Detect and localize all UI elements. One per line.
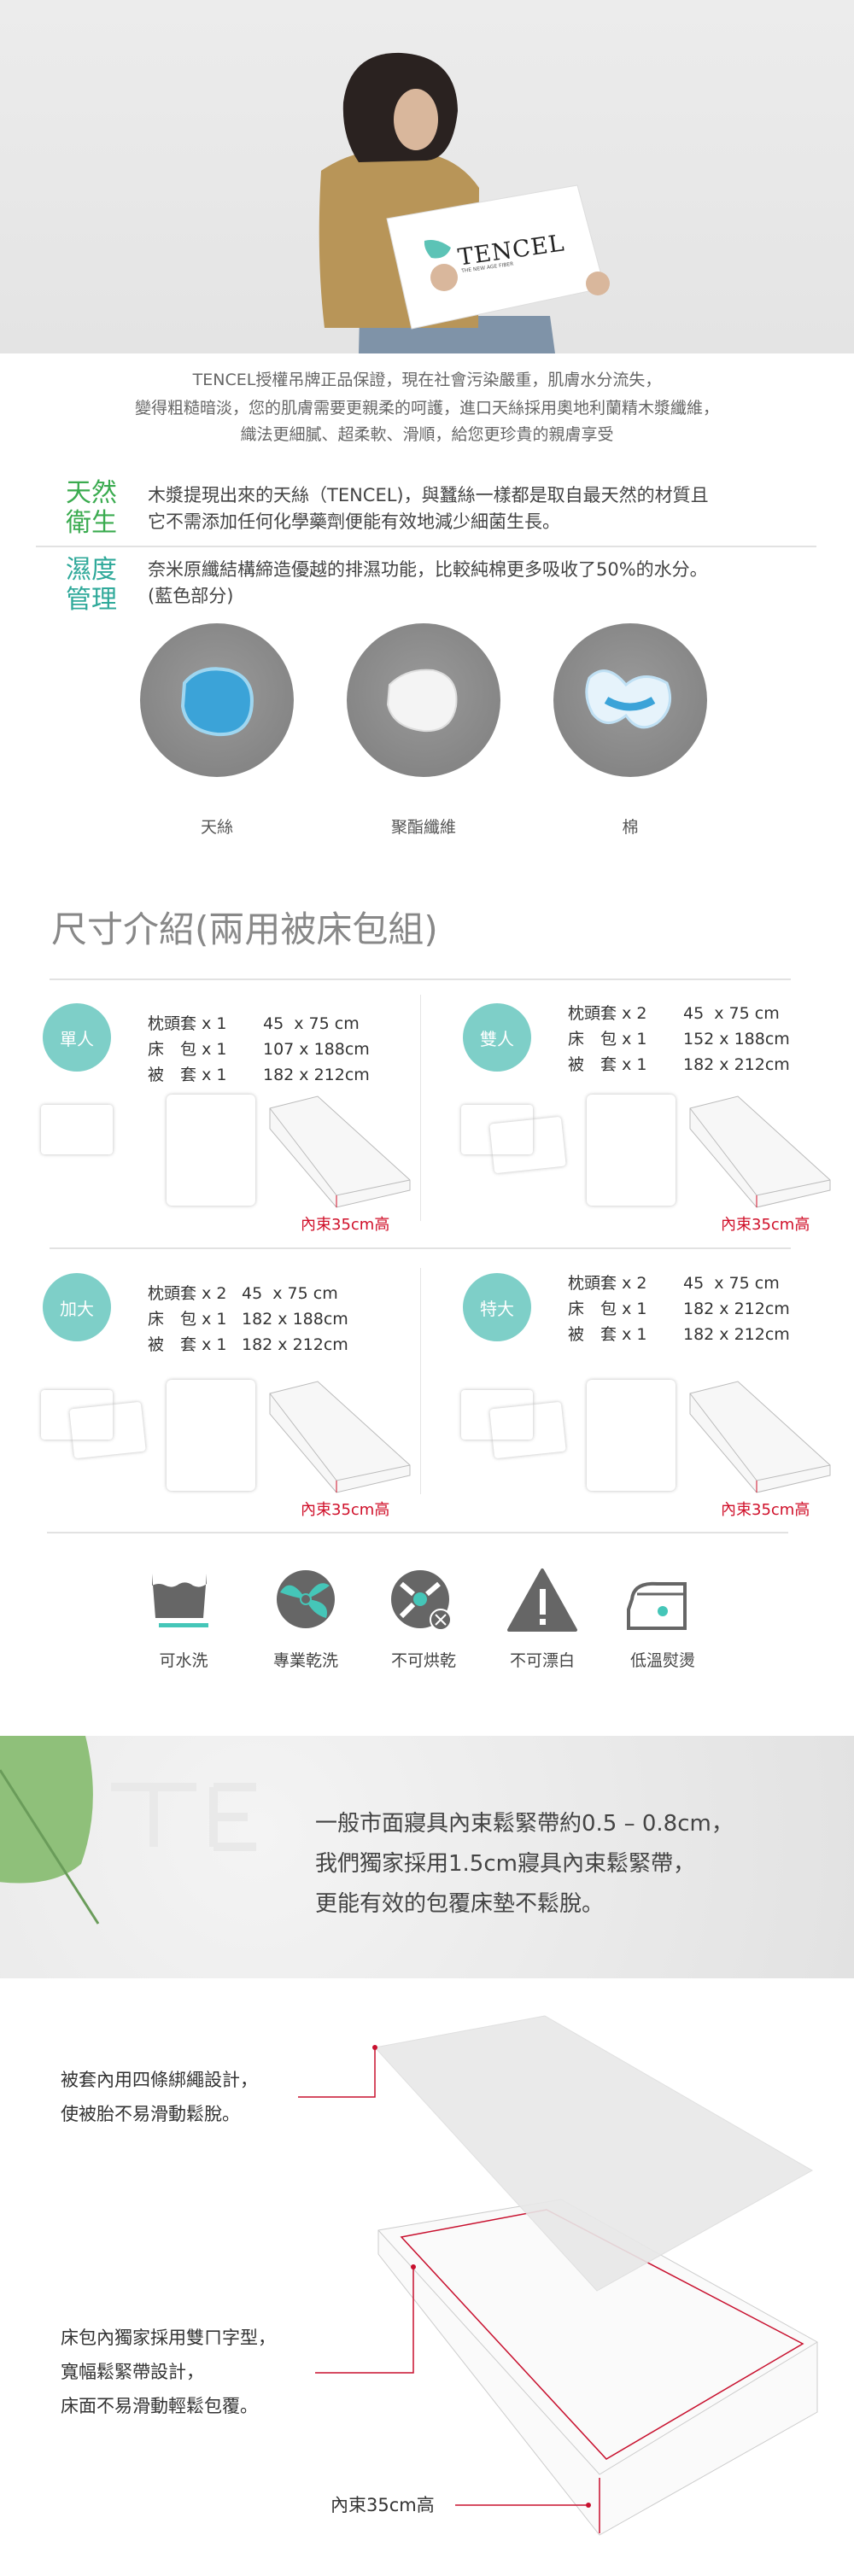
fiber-tencel-image bbox=[140, 623, 294, 777]
fitted-sheet-image bbox=[689, 1381, 831, 1493]
care-label: 不可漂白 bbox=[509, 1651, 575, 1670]
divider bbox=[50, 1247, 791, 1249]
intro-line: TENCEL授權吊牌正品保證，現在社會污染嚴重，肌膚水分流失， bbox=[192, 371, 662, 389]
care-label: 可水洗 bbox=[159, 1651, 208, 1670]
pillowcase-image bbox=[489, 1117, 566, 1173]
fitted-sheet-image bbox=[269, 1381, 411, 1493]
bedding-diagram bbox=[298, 2015, 818, 2536]
fiber-label: 棉 bbox=[622, 818, 639, 837]
divider bbox=[47, 1532, 788, 1533]
duvet-cover-image bbox=[587, 1380, 676, 1491]
size-section-title: 尺寸介紹(兩用被床包組) bbox=[51, 908, 438, 950]
elastic-height-note: 內束35cm高 bbox=[301, 1501, 390, 1519]
fiber-cotton-image bbox=[553, 623, 707, 777]
care-label: 低溫熨燙 bbox=[629, 1651, 695, 1670]
size-badge: 單人 bbox=[43, 1003, 111, 1072]
feature-heading-moisture: 濕度管理 bbox=[66, 555, 117, 615]
pillowcase-image bbox=[41, 1105, 113, 1154]
pillowcase-image bbox=[489, 1402, 566, 1458]
model-photo bbox=[319, 52, 610, 353]
height-label: 內束35cm高 bbox=[330, 2495, 435, 2515]
divider bbox=[420, 1268, 421, 1494]
duvet-cover-image bbox=[167, 1095, 255, 1206]
pillowcase-image bbox=[69, 1402, 146, 1458]
intro-line: 變得粗糙暗淡，您的肌膚需要更親柔的呵護，進口天絲採用奧地利蘭精木漿纖維， bbox=[134, 399, 719, 418]
elastic-height-note: 內束35cm高 bbox=[301, 1216, 390, 1234]
fiber-label: 聚酯纖維 bbox=[390, 818, 456, 837]
elastic-band-banner: 一般市面寢具內束鬆緊帶約0.5 – 0.8cm，我們獨家採用1.5cm寢具內束鬆… bbox=[0, 1736, 854, 1978]
banner-text: 一般市面寢具內束鬆緊帶約0.5 – 0.8cm，我們獨家採用1.5cm寢具內束鬆… bbox=[315, 1811, 734, 1917]
fiber-label: 天絲 bbox=[200, 818, 233, 837]
elastic-height-note: 內束35cm高 bbox=[721, 1501, 810, 1519]
fiber-polyester-image bbox=[347, 623, 500, 777]
dry-clean-icon bbox=[277, 1570, 335, 1628]
washable-icon bbox=[152, 1574, 208, 1627]
divider bbox=[36, 546, 816, 547]
duvet-tie-note: 被套內用四條綁繩設計，使被胎不易滑動鬆脫。 bbox=[61, 2070, 258, 2124]
divider bbox=[50, 978, 791, 980]
size-badge: 雙人 bbox=[463, 1003, 531, 1072]
no-tumble-dry-icon bbox=[391, 1570, 452, 1631]
feature-text: 奈米原纖結構締造優越的排濕功能，比較純棉更多吸收了50%的水分。(藍色部分) bbox=[148, 559, 708, 606]
no-bleach-icon bbox=[507, 1568, 577, 1632]
size-badge: 特大 bbox=[463, 1273, 531, 1341]
size-badge: 加大 bbox=[43, 1273, 111, 1341]
fitted-sheet-image bbox=[689, 1095, 831, 1208]
fitted-sheet-note: 床包內獨家採用雙ㄇ字型，寬幅鬆緊帶設計，床面不易滑動輕鬆包覆。 bbox=[61, 2328, 276, 2416]
care-icons bbox=[152, 1568, 687, 1632]
divider bbox=[420, 995, 421, 1221]
fitted-sheet-image bbox=[269, 1095, 411, 1208]
intro-line: 織法更細膩、超柔軟、滑順，給您更珍貴的親膚享受 bbox=[240, 425, 614, 444]
care-label: 不可烘乾 bbox=[390, 1651, 456, 1670]
care-label: 專業乾洗 bbox=[272, 1651, 338, 1670]
feature-text: 木漿提現出來的天絲（TENCEL)，與蠶絲一樣都是取自最天然的材質且它不需添加任… bbox=[148, 485, 709, 532]
hero-banner: TENCEL THE NEW AGE FIBER bbox=[0, 0, 854, 353]
duvet-cover-image bbox=[167, 1380, 255, 1491]
low-iron-icon bbox=[627, 1581, 687, 1630]
duvet-cover-image bbox=[587, 1095, 676, 1206]
feature-heading-natural: 天然衛生 bbox=[66, 478, 117, 538]
elastic-height-note: 內束35cm高 bbox=[721, 1216, 810, 1234]
leaf-icon bbox=[0, 1736, 256, 1925]
